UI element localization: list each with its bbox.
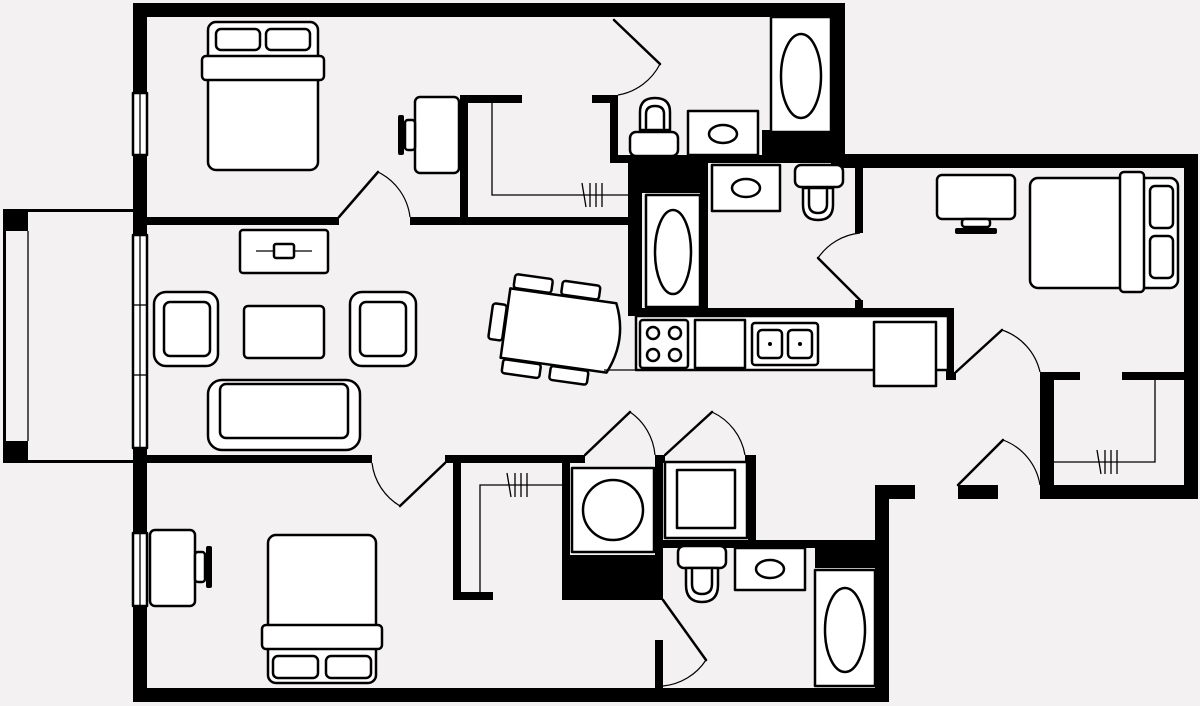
windows (131, 91, 149, 608)
bathroom-2 (644, 163, 845, 309)
tv-console (238, 228, 330, 275)
balcony (3, 209, 133, 463)
bedroom-1 (200, 20, 461, 175)
armchair-left (152, 290, 220, 368)
laundry (570, 460, 749, 554)
desk-2 (935, 173, 1017, 234)
doors (337, 18, 1041, 687)
dryer (663, 460, 749, 540)
toilet-3 (676, 544, 728, 604)
bathroom-1 (628, 15, 833, 158)
desk-1 (398, 95, 461, 175)
bath-sink-3 (733, 546, 807, 592)
dining-set (487, 273, 622, 386)
kitchen (604, 314, 950, 388)
armchair-right (348, 290, 418, 368)
bath-sink-1 (686, 109, 760, 157)
bedroom-3 (148, 528, 384, 685)
sofa (206, 378, 362, 452)
bed-1 (200, 20, 326, 172)
refrigerator (872, 320, 938, 388)
toilet-1 (628, 96, 680, 158)
kitchen-sink (750, 321, 820, 367)
bathtub-1 (769, 15, 833, 134)
living-room (152, 228, 418, 452)
bathroom-3 (676, 544, 877, 688)
exterior-walls (133, 3, 1198, 702)
bed-2 (1028, 170, 1180, 294)
interior-walls (147, 95, 1197, 690)
bath-sink-2 (710, 163, 782, 213)
toilet-2 (793, 163, 845, 222)
bedroom-2 (935, 170, 1180, 294)
bathtub-2 (644, 193, 702, 309)
bed-3 (260, 533, 384, 685)
cooktop (638, 318, 690, 370)
washer (570, 466, 656, 554)
bathtub-3 (813, 568, 877, 688)
desk-3 (148, 528, 212, 608)
closet-rods (479, 103, 1156, 592)
coffee-table (242, 304, 326, 360)
